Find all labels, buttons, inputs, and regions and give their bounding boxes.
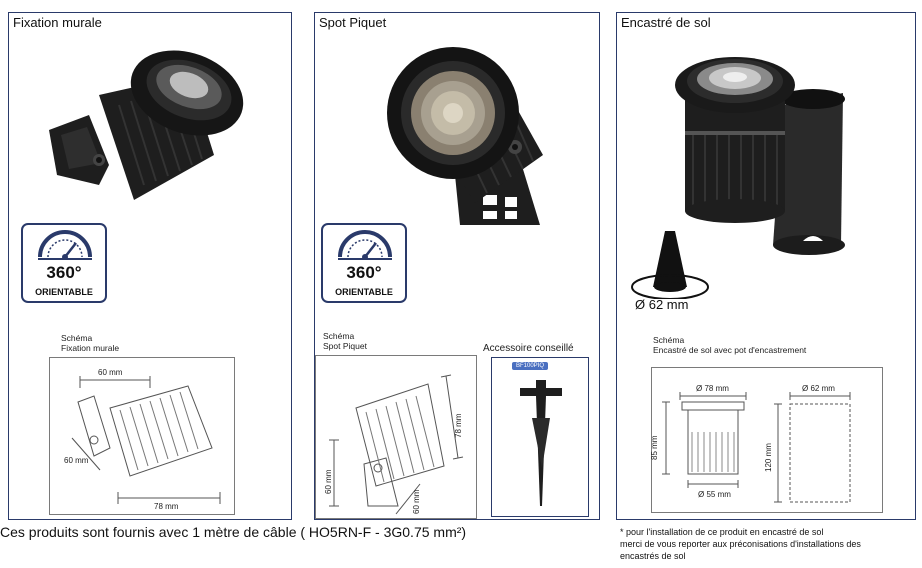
dim-bottom: 78 mm <box>154 502 179 511</box>
schema-label: Schéma Fixation murale <box>61 333 120 353</box>
drill-cone-icon <box>631 231 709 299</box>
orientable-badge: 360° ORIENTABLE <box>21 223 107 303</box>
schema-box: 60 mm 60 mm 78 mm <box>49 357 235 515</box>
panel-spike-spot: Spot Piquet <box>314 12 600 520</box>
rotation-dial-icon <box>38 230 92 260</box>
install-note-line: merci de vous reporter aux préconisation… <box>620 539 861 549</box>
badge-angle: 360° <box>346 263 382 282</box>
panel-title: Fixation murale <box>13 15 102 30</box>
dim-left: 60 mm <box>324 469 333 494</box>
dim-top: 60 mm <box>98 368 123 377</box>
badge-label: ORIENTABLE <box>335 287 393 297</box>
panel-wall-mount: Fixation murale 360° ORI <box>8 12 292 520</box>
rotation-dial-icon <box>338 230 392 260</box>
panel-in-ground: Encastré de sol Ø 62 mm <box>616 12 916 520</box>
orientable-badge: 360° ORIENTABLE <box>321 223 407 303</box>
panel-title: Encastré de sol <box>621 15 711 30</box>
schema-box: 78 mm 60 mm 60 mm <box>315 355 477 519</box>
dim-side: 60 mm <box>64 456 89 465</box>
accessory-box: BF100PIQ <box>491 357 589 517</box>
pot-height: 120 mm <box>764 443 773 472</box>
schema-box: Ø 78 mm 85 mm Ø 55 mm Ø 62 mm 120 mm <box>650 367 883 513</box>
pot-diameter: Ø 62 mm <box>802 384 835 393</box>
wall-mount-dimension-drawing <box>71 376 221 504</box>
badge-angle: 360° <box>46 263 82 282</box>
cable-note: Ces produits sont fournis avec 1 mètre d… <box>0 524 467 540</box>
dim-top: Ø 78 mm <box>696 384 729 393</box>
dim-bottom: 60 mm <box>412 489 421 514</box>
install-note-line: * pour l'installation de ce produit en e… <box>620 527 824 537</box>
drill-diameter: Ø 62 mm <box>635 297 689 312</box>
ground-spike-image <box>520 380 562 506</box>
install-footnote: * pour l'installation de ce produit en e… <box>620 526 920 562</box>
accessory-title: Accessoire conseillé <box>483 343 574 354</box>
accessory-ref: BF100PIQ <box>512 362 549 370</box>
dim-height: 78 mm <box>454 413 463 438</box>
install-note-line: encastrés de sol <box>620 551 686 561</box>
panel-title: Spot Piquet <box>319 15 387 30</box>
schema-label: Schéma Spot Piquet <box>323 331 367 351</box>
in-ground-dimension-drawing <box>662 392 851 503</box>
badge-label: ORIENTABLE <box>35 287 93 297</box>
dim-height: 85 mm <box>650 435 659 460</box>
spike-spot-image <box>387 47 543 225</box>
wall-mount-spot-image <box>49 50 244 200</box>
in-ground-spot-image <box>675 57 845 255</box>
spike-dimension-drawing <box>329 374 464 515</box>
dim-bottom: Ø 55 mm <box>698 490 731 499</box>
schema-label: Schéma Encastré de sol avec pot d'encast… <box>653 335 807 355</box>
